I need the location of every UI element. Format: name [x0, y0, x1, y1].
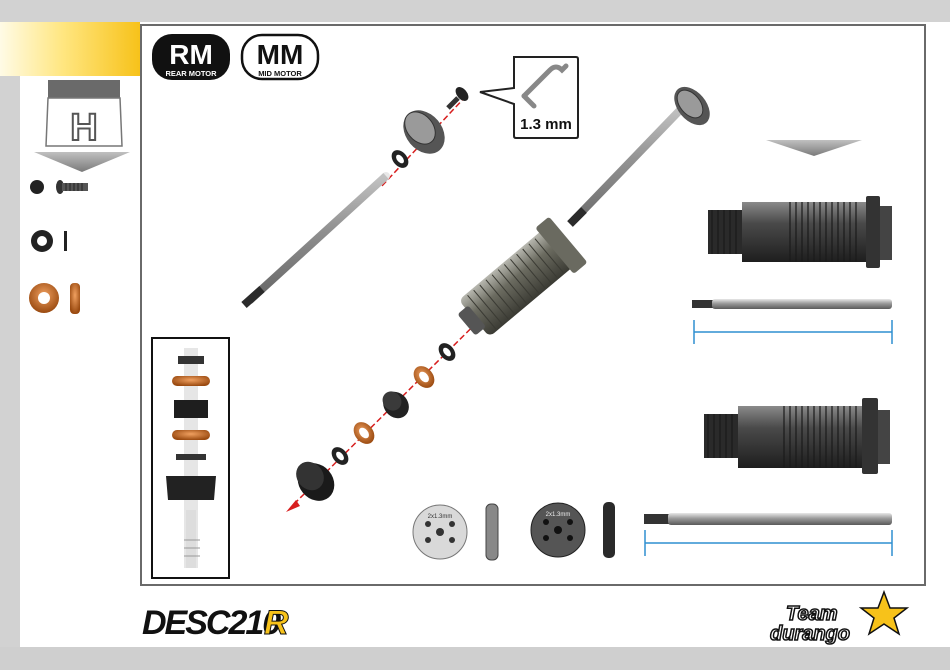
badge-rear-motor: RM REAR MOTOR — [152, 34, 230, 80]
piston-light: 2x1.3mm — [413, 505, 467, 559]
inset-cross-section — [152, 338, 229, 578]
shock-body-diagonal — [447, 217, 587, 348]
piston-light-label: 2x1.3mm — [428, 514, 453, 520]
step-letter-box: H — [46, 80, 122, 149]
side-parts-screw — [30, 180, 88, 194]
step-letter: H — [70, 107, 97, 149]
badge-mm-big: MM — [257, 39, 304, 70]
tool-size-label: 1.3 mm — [520, 116, 572, 133]
assembly-arrow-icon — [286, 500, 300, 512]
team-durango-logo: Team durango — [770, 592, 907, 645]
side-parts-washer — [31, 230, 67, 252]
shock-cap-right — [667, 80, 717, 132]
badge-rm-small: REAR MOTOR — [165, 69, 217, 78]
shaft-lower — [644, 513, 892, 525]
badge-mid-motor: MM MID MOTOR — [242, 35, 318, 79]
spacer-diag — [378, 387, 414, 424]
star-icon — [861, 592, 907, 634]
shaft-screw — [448, 85, 471, 108]
piston-dark: 2x1.3mm — [531, 503, 585, 557]
step-down-arrow-icon — [34, 152, 130, 172]
side-parts-oring — [29, 283, 80, 314]
panel-down-arrow-icon — [766, 140, 862, 156]
piston-dark-edge — [603, 502, 615, 558]
product-logo: DESC210 R — [142, 604, 289, 642]
product-logo-suffix: R — [264, 604, 289, 642]
piston-dark-label: 2x1.3mm — [546, 512, 571, 518]
shock-body-lower — [704, 398, 890, 474]
logo-bottom-word: durango — [770, 623, 850, 645]
shaft-left — [244, 176, 386, 305]
logo-top-word: Team — [786, 603, 838, 625]
tool-callout: 1.3 mm — [480, 57, 578, 138]
dimension-line-upper — [694, 320, 892, 344]
piston-light-edge — [486, 504, 498, 560]
shock-body-upper — [708, 196, 892, 268]
dimension-line-lower — [645, 530, 892, 556]
badge-rm-big: RM — [169, 39, 213, 70]
shaft-upper — [692, 299, 892, 309]
shaft-right — [570, 108, 682, 224]
product-logo-main: DESC210 — [142, 604, 281, 642]
badge-mm-small: MID MOTOR — [258, 69, 302, 78]
